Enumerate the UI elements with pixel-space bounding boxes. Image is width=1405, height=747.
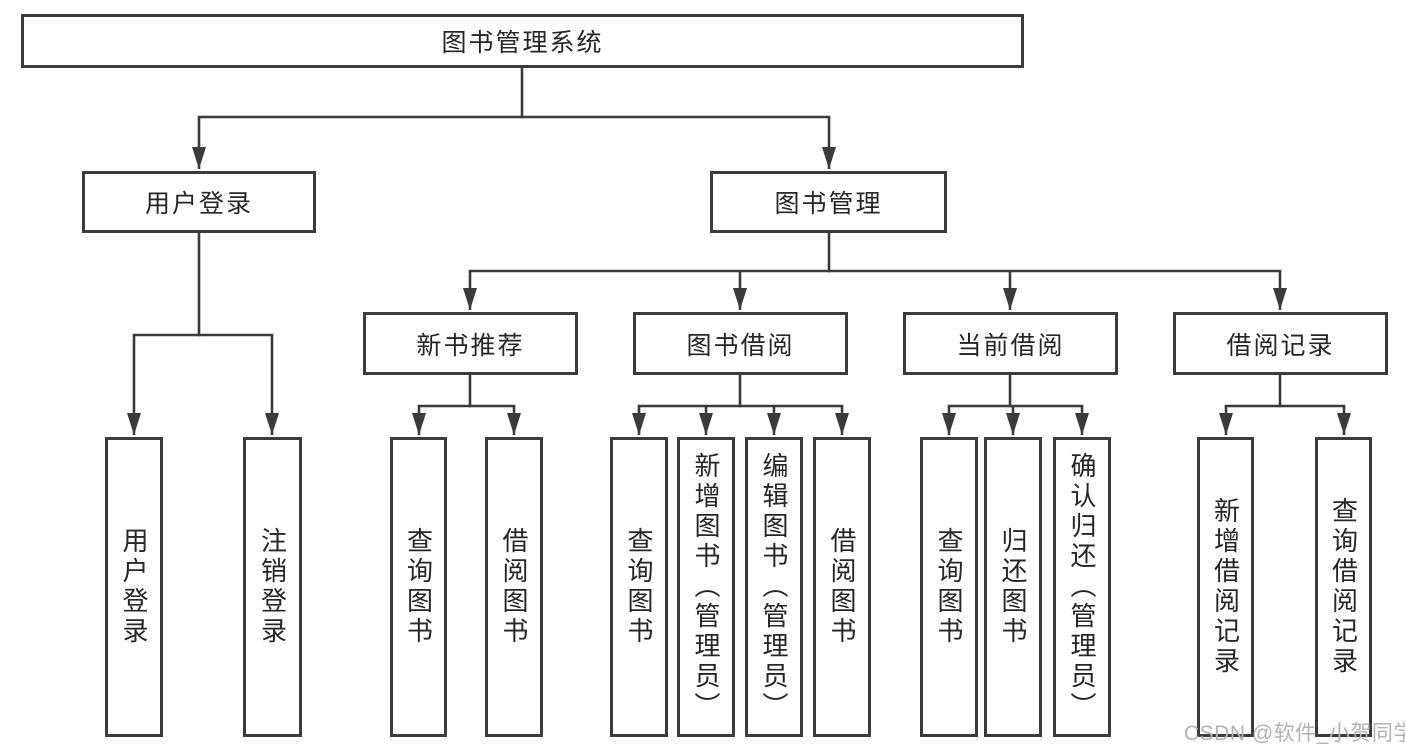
node-label: 借阅图书 (827, 527, 857, 647)
node-label: 查询图书 (934, 527, 964, 647)
node-label: 借阅图书 (499, 527, 529, 647)
csdn-watermark: CSDN @软件_小贺同学 (1184, 722, 1405, 745)
node-label: 用户登录 (119, 527, 149, 647)
node-label: 查询图书 (403, 527, 434, 647)
node-new-book-recommend: 新书推荐 (363, 312, 578, 375)
node-label: 当前借阅 (956, 331, 1065, 360)
node-leaf-edit-books-admin: 编辑图书（管理员） (745, 437, 803, 737)
node-current-borrowing: 当前借阅 (903, 312, 1118, 375)
node-label: 查询借阅记录 (1328, 497, 1359, 677)
node-leaf-return-books: 归还图书 (984, 437, 1042, 737)
node-label: 新书推荐 (416, 331, 525, 360)
node-book-borrowing: 图书借阅 (633, 312, 848, 375)
node-library-management-system: 图书管理系统 (21, 14, 1024, 68)
node-label: 注销登录 (257, 527, 288, 647)
node-label: 确认归还（管理员） (1067, 452, 1097, 722)
node-leaf-borrow-books-recommend: 借阅图书 (485, 437, 543, 737)
node-leaf-add-borrow-record: 新增借阅记录 (1197, 437, 1254, 737)
node-leaf-query-books-borrowing: 查询图书 (610, 437, 668, 737)
node-leaf-query-books-recommend: 查询图书 (390, 437, 447, 737)
node-label: 图书借阅 (686, 331, 795, 360)
node-book-management: 图书管理 (710, 171, 947, 233)
node-label: 图书管理 (774, 190, 883, 218)
node-leaf-query-books-current: 查询图书 (920, 437, 978, 737)
node-leaf-query-borrow-record: 查询借阅记录 (1315, 437, 1372, 737)
node-label: 图书管理系统 (441, 29, 604, 57)
node-leaf-logout: 注销登录 (243, 437, 302, 737)
node-leaf-user-login: 用户登录 (105, 437, 163, 737)
node-leaf-borrow-books: 借阅图书 (813, 437, 871, 737)
node-label: 新增借阅记录 (1210, 497, 1241, 677)
node-label: 归还图书 (998, 527, 1028, 647)
node-leaf-confirm-return-admin: 确认归还（管理员） (1053, 437, 1111, 737)
node-borrowing-records: 借阅记录 (1173, 312, 1388, 375)
node-leaf-add-books-admin: 新增图书（管理员） (677, 437, 735, 737)
node-label: 用户登录 (144, 190, 253, 218)
node-label: 查询图书 (624, 527, 654, 647)
node-user-login: 用户登录 (82, 171, 316, 233)
node-label: 编辑图书（管理员） (759, 452, 789, 722)
node-label: 借阅记录 (1226, 331, 1335, 360)
node-label: 新增图书（管理员） (691, 452, 721, 722)
